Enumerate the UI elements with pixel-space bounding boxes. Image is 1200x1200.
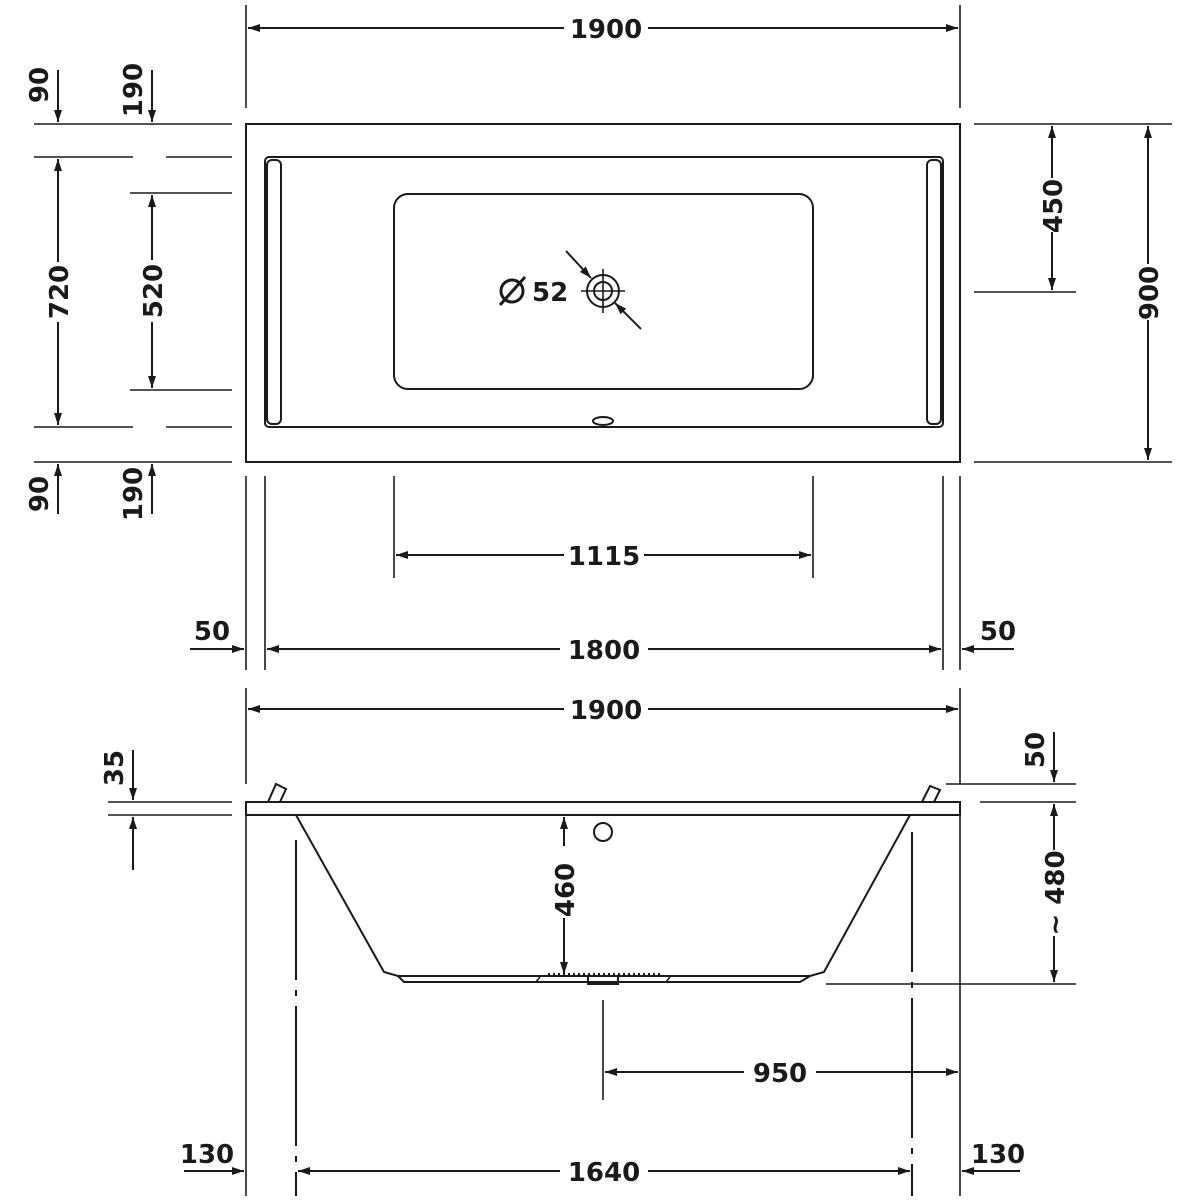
- plan-inner-width-label: 1800: [568, 636, 640, 666]
- section-right-headrest: [921, 784, 942, 803]
- plan-basin: [393, 193, 814, 390]
- section-base-length-label: 1640: [568, 1158, 640, 1188]
- section-drain-distance-label: 950: [753, 1059, 807, 1089]
- section-left-headrest: [267, 782, 288, 803]
- section-offset-right-label: 130: [971, 1140, 1025, 1170]
- plan-rim-top-label: 90: [25, 67, 55, 103]
- section-rim-thickness-label: 35: [100, 750, 130, 786]
- plan-view: 52 1900 900 450 720 520: [25, 5, 1172, 670]
- plan-edge-bottom-label: 190: [119, 467, 149, 521]
- section-view: 1900 460 35 50 ~ 480: [100, 688, 1076, 1196]
- plan-outer-rim: [245, 123, 961, 463]
- plan-edge-top-label: 190: [119, 63, 149, 117]
- drain-diameter-label: 52: [532, 278, 568, 308]
- plan-overflow: [592, 416, 614, 426]
- section-basin-depth-label: 460: [551, 863, 581, 917]
- plan-inner-height-label: 720: [45, 265, 75, 319]
- plan-right-backrest: [926, 159, 942, 425]
- plan-rim-right-label: 50: [980, 617, 1016, 647]
- section-rim: [245, 801, 961, 816]
- plan-height-label: 900: [1135, 266, 1165, 320]
- section-tub-base: [397, 975, 811, 983]
- drain-symbol: 52: [498, 250, 642, 330]
- section-overflow: [593, 822, 613, 842]
- section-width-label: 1900: [570, 696, 642, 726]
- plan-rim-bottom-label: 90: [25, 476, 55, 512]
- section-offset-left-label: 130: [180, 1140, 234, 1170]
- plan-half-height-label: 450: [1039, 179, 1069, 233]
- section-drain: [587, 975, 619, 985]
- plan-rim-left-label: 50: [194, 617, 230, 647]
- plan-inner-edge: [264, 156, 944, 428]
- plan-left-backrest: [266, 159, 282, 425]
- plan-basin-height-label: 520: [139, 264, 169, 318]
- section-tub-body: [295, 814, 911, 977]
- section-total-height-label: ~ 480: [1041, 850, 1071, 935]
- section-rim-offset-label: 50: [1021, 732, 1051, 768]
- plan-width-label: 1900: [570, 15, 642, 45]
- plan-waste-spacing-label: 1115: [568, 542, 640, 572]
